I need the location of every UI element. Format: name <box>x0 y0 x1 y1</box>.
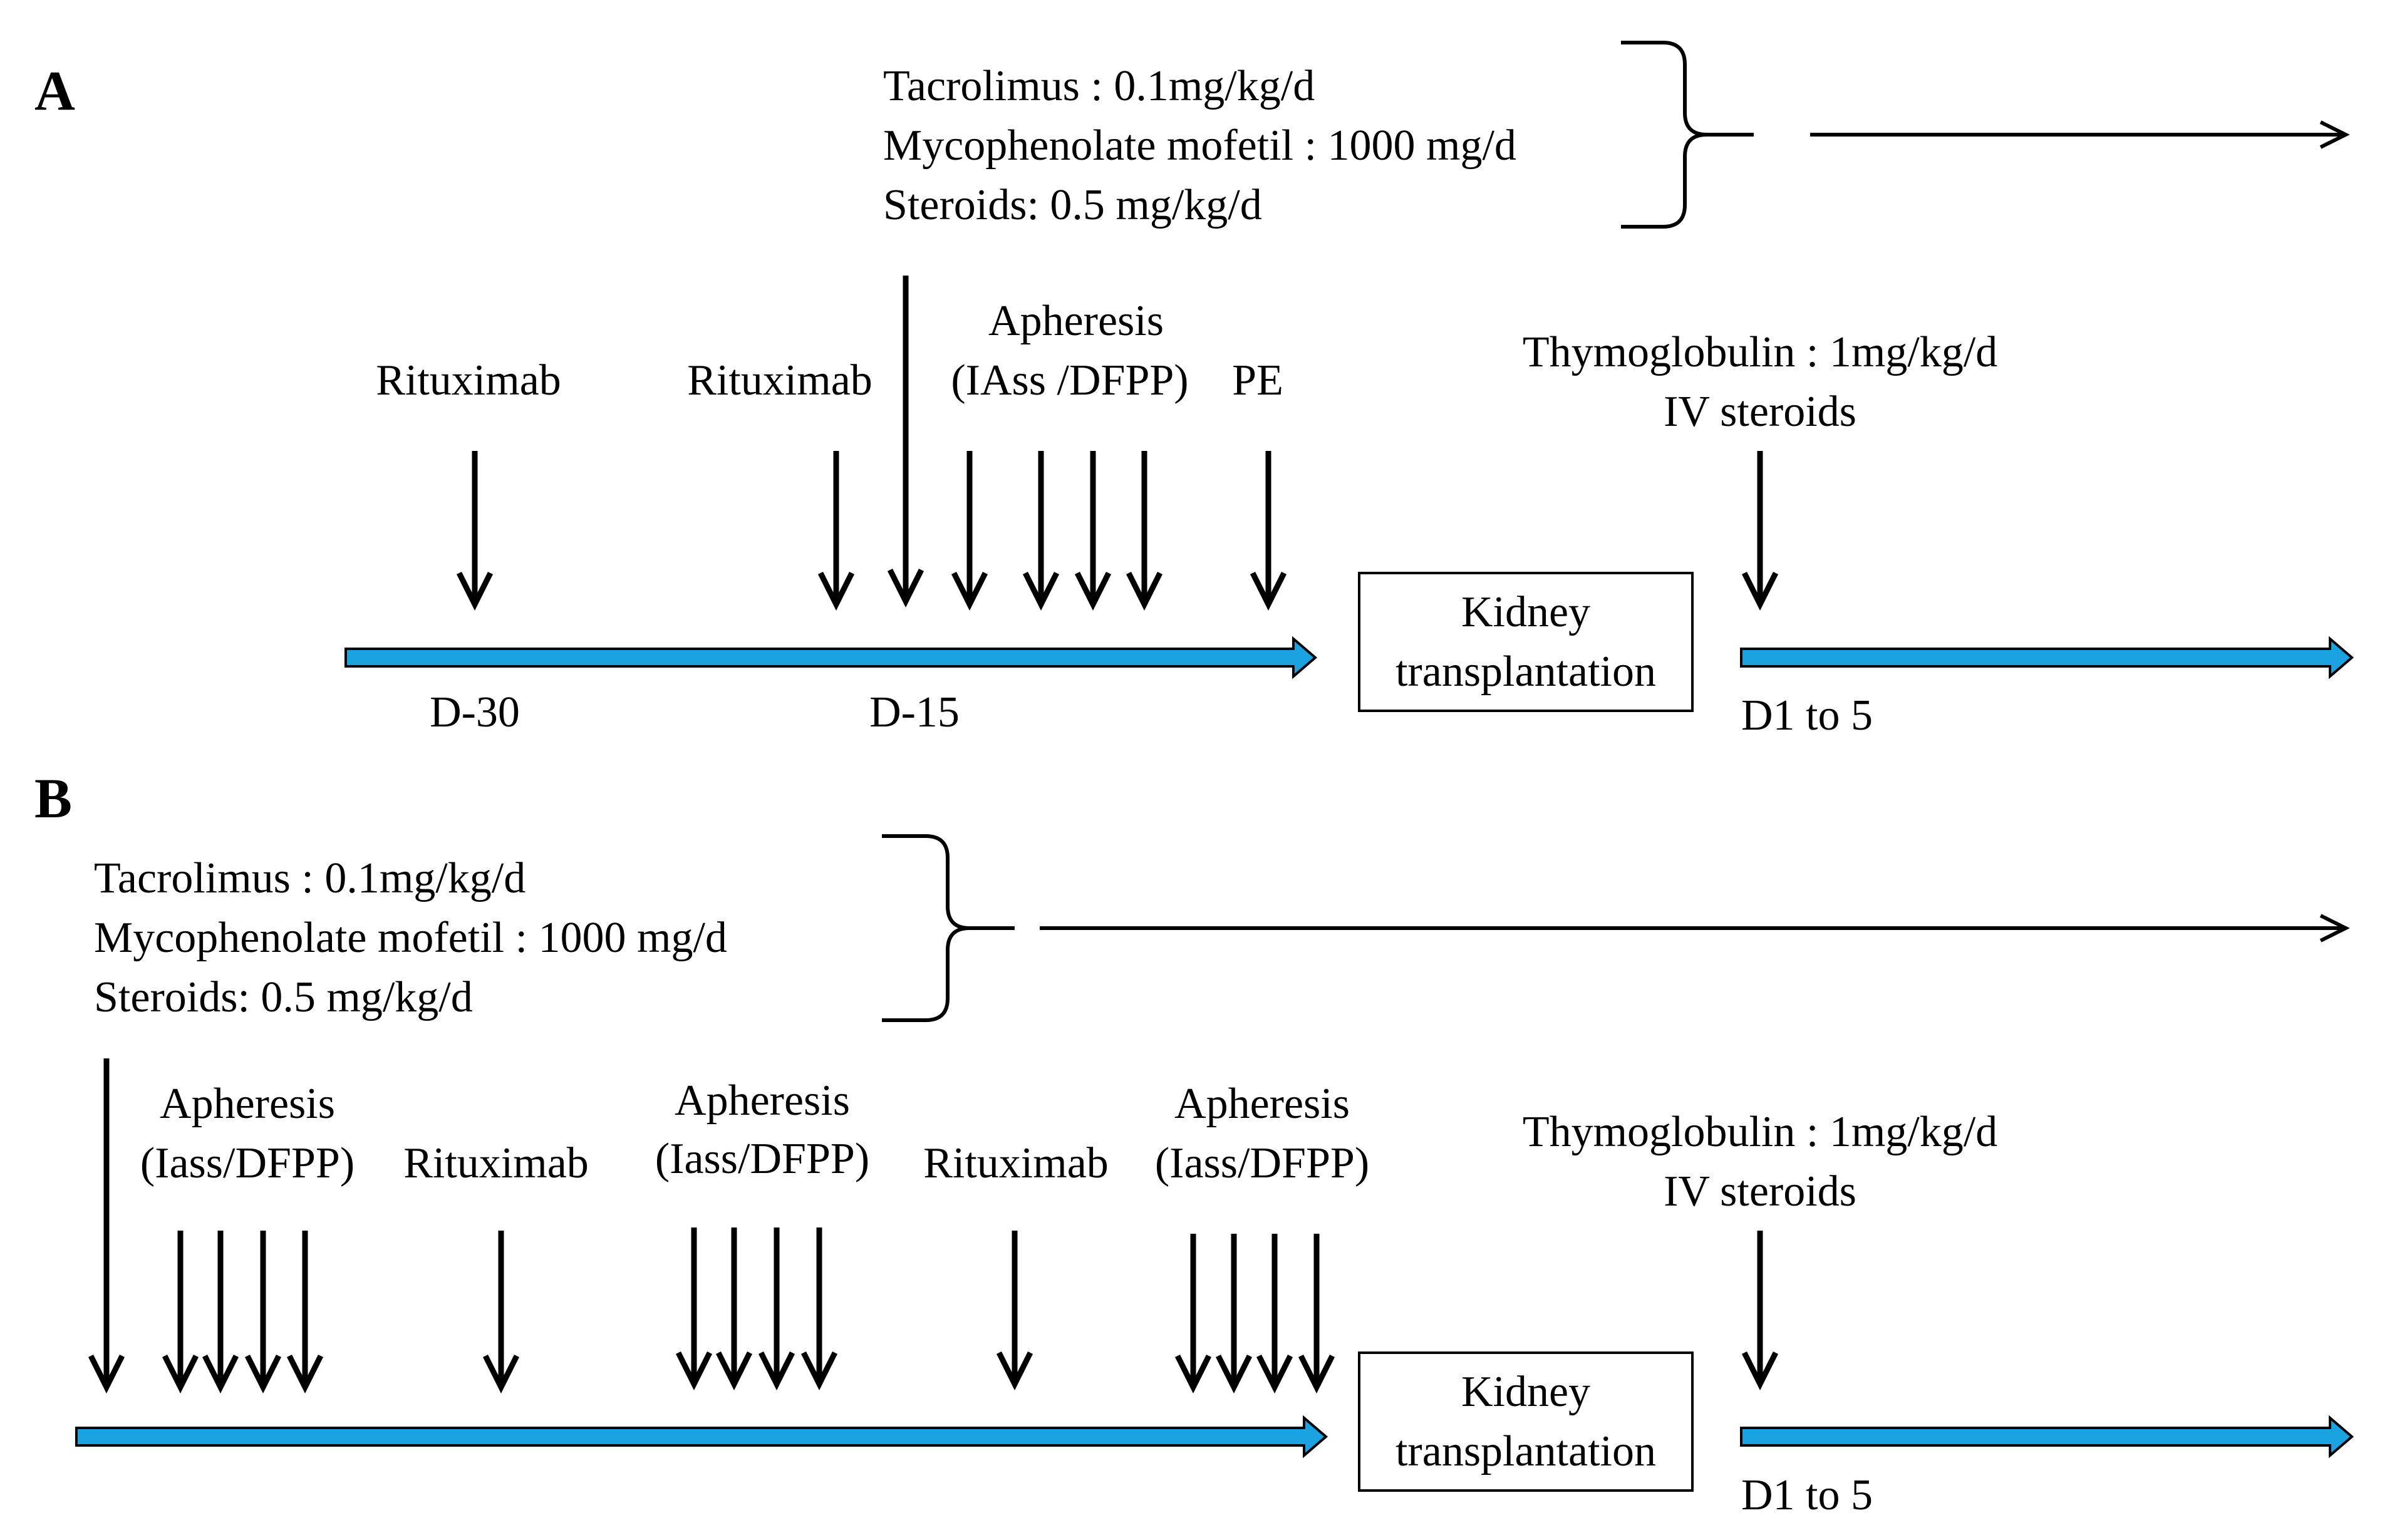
panel-b-transplant-box: Kidney transplantation <box>1358 1351 1694 1492</box>
panel-b-rituximab-1-arrow <box>482 1231 520 1394</box>
panel-a: A Tacrolimus : 0.1mg/kg/d Mycophenolate … <box>34 41 2354 740</box>
panel-b-transplant-label-line2: transplantation <box>1395 1427 1656 1475</box>
panel-b-apheresis-arrow <box>1298 1234 1335 1394</box>
panel-a-apheresis-method-label: (IAss /DFPP) <box>951 356 1188 405</box>
panel-a-maintenance-start-arrow <box>887 276 924 608</box>
panel-b-apheresis-arrow <box>1174 1234 1212 1394</box>
panel-b-apheresis-arrow <box>286 1231 324 1394</box>
panel-a-maintenance-continuation-arrow <box>1810 120 2350 149</box>
panel-b-apheresis-3-label: Apheresis <box>1174 1080 1350 1128</box>
panel-b-maintenance-brace <box>882 834 1015 1022</box>
panel-b-pre-transplant-timeline <box>75 1415 1328 1459</box>
panel-b-apheresis-1-label: Apheresis <box>160 1080 335 1128</box>
panel-a-rituximab-1-label: Rituximab <box>376 356 561 405</box>
panel-b-post-transplant-timeline <box>1740 1415 2354 1459</box>
panel-b-maintenance-start-arrow <box>88 1058 125 1394</box>
panel-b-apheresis-2-arrows <box>675 1227 838 1391</box>
panel-b-apheresis-3-arrows <box>1174 1234 1335 1394</box>
panel-b-letter: B <box>34 768 72 830</box>
panel-b-apheresis-1-arrows <box>162 1231 324 1394</box>
panel-b-apheresis-1-method-label: (Iass/DFPP) <box>140 1139 355 1187</box>
panel-a-rituximab-1-arrow <box>456 451 494 611</box>
panel-a-iv-steroids-label: IV steroids <box>1664 388 1856 436</box>
panel-a-rituximab-2-arrow <box>817 451 855 611</box>
panel-b-tacrolimus-label: Tacrolimus : 0.1mg/kg/d <box>94 854 526 902</box>
panel-b-apheresis-arrow <box>202 1231 239 1394</box>
panel-b-apheresis-arrow <box>800 1227 838 1391</box>
panel-a-rituximab-2-label: Rituximab <box>687 356 872 405</box>
panel-b-apheresis-arrow <box>244 1231 282 1394</box>
panel-b-rituximab-2-label: Rituximab <box>923 1139 1109 1187</box>
panel-b-steroids-label: Steroids: 0.5 mg/kg/d <box>94 973 473 1021</box>
panel-a-apheresis-arrows <box>951 451 1163 611</box>
panel-a-induction-arrow <box>1741 451 1779 611</box>
panel-a-mycophenolate-label: Mycophenolate mofetil : 1000 mg/d <box>883 121 1516 170</box>
panel-a-pre-transplant-timeline <box>344 636 1318 680</box>
panel-b-apheresis-3-method-label: (Iass/DFPP) <box>1155 1139 1369 1187</box>
panel-b-apheresis-arrow <box>758 1227 795 1391</box>
panel-b-maintenance-continuation-arrow <box>1040 914 2350 943</box>
panel-a-apheresis-label: Apheresis <box>988 297 1164 345</box>
panel-b-induction-arrow <box>1741 1231 1779 1391</box>
panel-a-day-label-d15: D-15 <box>869 688 960 736</box>
panel-b-apheresis-2-method-label: (Iass/DFPP) <box>655 1135 869 1183</box>
panel-b-apheresis-arrow <box>1215 1234 1253 1394</box>
panel-b-iv-steroids-label: IV steroids <box>1664 1167 1856 1216</box>
panel-a-letter: A <box>34 60 75 122</box>
panel-a-apheresis-arrow <box>1022 451 1060 611</box>
panel-b-post-transplant-label: D1 to 5 <box>1741 1471 1873 1519</box>
panel-a-thymoglobulin-label: Thymoglobulin : 1mg/kg/d <box>1523 328 1997 376</box>
panel-b-apheresis-arrow <box>675 1227 713 1391</box>
panel-b-maintenance-text: Tacrolimus : 0.1mg/kg/d Mycophenolate mo… <box>94 854 727 1021</box>
panel-b-rituximab-1-label: Rituximab <box>403 1139 589 1187</box>
panel-a-transplant-box: Kidney transplantation <box>1358 572 1694 712</box>
panel-a-maintenance-text: Tacrolimus : 0.1mg/kg/d Mycophenolate mo… <box>883 62 1516 229</box>
panel-b-apheresis-2-label: Apheresis <box>675 1077 850 1125</box>
panel-a-transplant-label-line2: transplantation <box>1395 648 1656 696</box>
panel-a-pe-label: PE <box>1232 356 1283 405</box>
panel-a-apheresis-arrow <box>1074 451 1112 611</box>
panel-a-maintenance-brace <box>1621 41 1754 229</box>
panel-b: B Tacrolimus : 0.1mg/kg/d Mycophenolate … <box>34 768 2354 1519</box>
panel-a-apheresis-arrow <box>1126 451 1163 611</box>
panel-a-apheresis-arrow <box>951 451 988 611</box>
panel-b-apheresis-arrow <box>715 1227 753 1391</box>
panel-a-day-label-d30: D-30 <box>430 688 520 736</box>
panel-b-apheresis-arrow <box>1256 1234 1293 1394</box>
panel-a-pe-arrow <box>1250 451 1287 611</box>
panel-b-transplant-label-line1: Kidney <box>1461 1368 1590 1416</box>
panel-b-rituximab-2-arrow <box>996 1231 1033 1391</box>
panel-a-post-transplant-timeline <box>1740 636 2354 680</box>
panel-a-post-transplant-label: D1 to 5 <box>1741 691 1873 740</box>
panel-a-transplant-label-line1: Kidney <box>1461 588 1590 636</box>
panel-b-mycophenolate-label: Mycophenolate mofetil : 1000 mg/d <box>94 914 727 962</box>
panel-a-tacrolimus-label: Tacrolimus : 0.1mg/kg/d <box>883 62 1315 110</box>
panel-a-steroids-label: Steroids: 0.5 mg/kg/d <box>883 181 1262 229</box>
panel-b-apheresis-arrow <box>162 1231 199 1394</box>
panel-b-thymoglobulin-label: Thymoglobulin : 1mg/kg/d <box>1523 1108 1997 1156</box>
